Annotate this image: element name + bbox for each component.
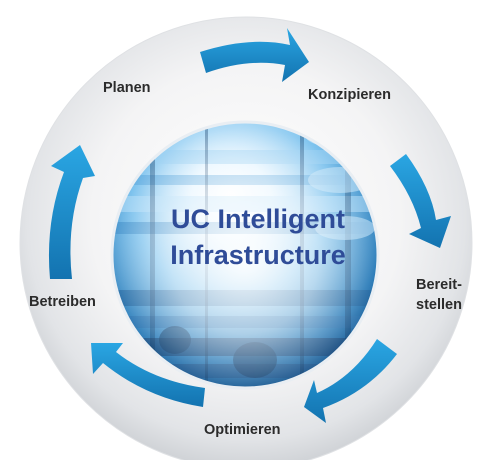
stage-label-betreiben: Betreiben xyxy=(29,294,96,310)
stage-label-optimieren: Optimieren xyxy=(204,422,281,438)
stage-label-bereitstellen-line1: Bereit- xyxy=(416,277,462,293)
curved-arrow-icon xyxy=(304,339,397,423)
server-rack-image xyxy=(112,122,378,388)
curved-arrow-icon xyxy=(390,154,451,248)
stage-label-bereitstellen-line2: stellen xyxy=(416,297,462,313)
cycle-arrows xyxy=(48,28,451,423)
center-title-line2: Infrastructure xyxy=(170,240,346,270)
stage-label-planen: Planen xyxy=(103,80,151,96)
center-title-line1: UC Intelligent xyxy=(171,204,345,234)
hub-border xyxy=(110,120,380,390)
curved-arrow-icon xyxy=(48,145,95,279)
curved-arrow-icon xyxy=(200,28,309,82)
curved-arrow-icon xyxy=(91,343,205,407)
stage-label-konzipieren: Konzipieren xyxy=(308,87,391,103)
